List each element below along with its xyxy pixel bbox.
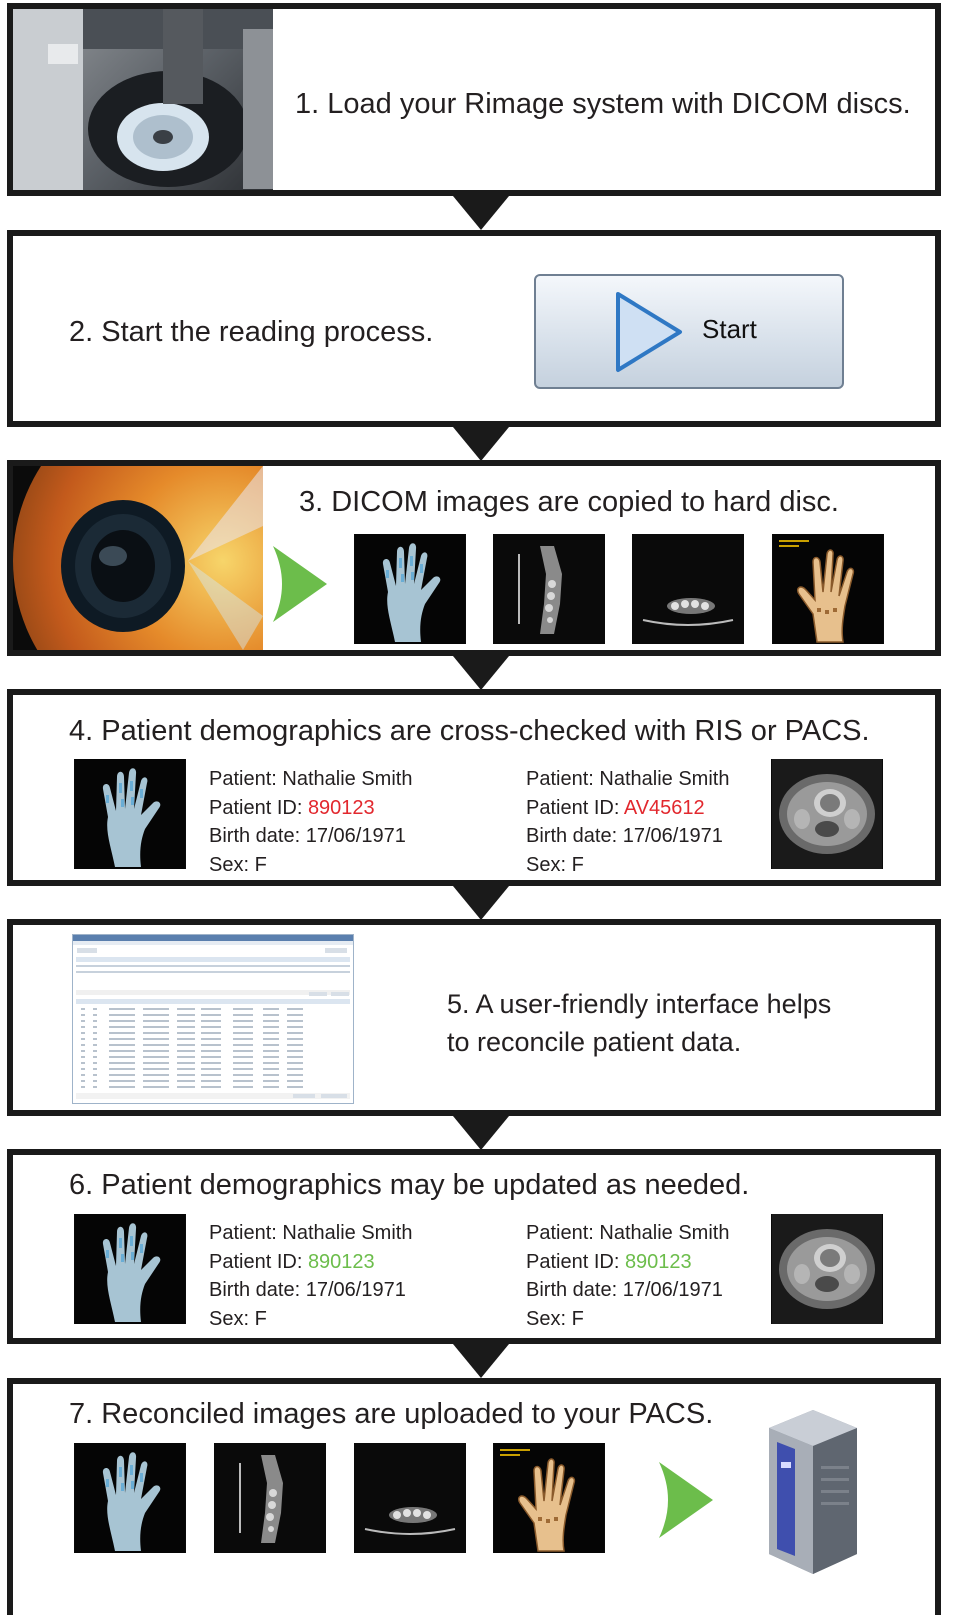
green-arrow-icon xyxy=(659,1462,713,1538)
ct-axial-icon xyxy=(354,1443,466,1553)
flow-arrow-1 xyxy=(453,196,509,230)
step-6-text: 6. Patient demographics may be updated a… xyxy=(69,1169,750,1201)
flow-arrow-4 xyxy=(453,886,509,920)
birth-date: Birth date: 17/06/1971 xyxy=(526,1279,723,1301)
3d-hand-icon xyxy=(772,534,884,644)
patient-id: Patient ID: 890123 xyxy=(209,796,375,819)
optical-disc-icon xyxy=(13,466,263,650)
sex: Sex: F xyxy=(526,1307,584,1330)
step-5-box: 5. A user-friendly interface helps to re… xyxy=(7,919,941,1116)
step-3-box: 3. DICOM images are copied to hard disc. xyxy=(7,460,941,656)
step-7-box: 7. Reconciled images are uploaded to you… xyxy=(7,1378,941,1615)
disc-publisher-photo xyxy=(13,9,273,190)
sex: Sex: F xyxy=(209,853,267,876)
xray-hand-icon xyxy=(74,1214,186,1324)
left-patient-info: Patient: Nathalie Smith Patient ID: 8901… xyxy=(209,1219,412,1333)
mri-axial-icon xyxy=(771,1214,883,1324)
step-4-text: 4. Patient demographics are cross-checke… xyxy=(69,715,870,747)
xray-hand-icon xyxy=(74,1443,186,1553)
start-button-label: Start xyxy=(702,314,757,344)
mri-axial-icon xyxy=(771,759,883,869)
step-7-text: 7. Reconciled images are uploaded to you… xyxy=(69,1398,714,1430)
step-1-text: 1. Load your Rimage system with DICOM di… xyxy=(295,88,911,120)
patient-name: Patient: Nathalie Smith xyxy=(209,1222,413,1244)
step-2-text: 2. Start the reading process. xyxy=(69,316,434,348)
birth-date: Birth date: 17/06/1971 xyxy=(209,825,406,847)
xray-hand-icon xyxy=(74,759,186,869)
3d-hand-icon xyxy=(493,1443,605,1553)
step-2-box: 2. Start the reading process. Start xyxy=(7,230,941,427)
sex: Sex: F xyxy=(526,853,584,876)
ct-sagittal-icon xyxy=(493,534,605,644)
ct-sagittal-icon xyxy=(214,1443,326,1553)
step-3-text: 3. DICOM images are copied to hard disc. xyxy=(299,486,839,518)
ct-axial-icon xyxy=(632,534,744,644)
step-5-text: 5. A user-friendly interface helps to re… xyxy=(447,989,832,1057)
patient-id: Patient ID: 890123 xyxy=(526,1250,692,1273)
right-patient-info: Patient: Nathalie Smith Patient ID: AV45… xyxy=(526,765,729,879)
patient-id: Patient ID: AV45612 xyxy=(526,796,705,819)
flow-arrow-5 xyxy=(453,1116,509,1150)
pacs-server-icon xyxy=(769,1410,857,1574)
patient-name: Patient: Nathalie Smith xyxy=(526,768,730,790)
flow-arrow-2 xyxy=(453,427,509,461)
software-screenshot xyxy=(72,934,354,1104)
left-patient-info: Patient: Nathalie Smith Patient ID: 8901… xyxy=(209,765,412,879)
patient-name: Patient: Nathalie Smith xyxy=(526,1222,730,1244)
patient-id: Patient ID: 890123 xyxy=(209,1250,375,1273)
xray-hand-icon xyxy=(354,534,466,644)
flow-arrow-3 xyxy=(453,656,509,690)
birth-date: Birth date: 17/06/1971 xyxy=(209,1279,406,1301)
right-patient-info: Patient: Nathalie Smith Patient ID: 8901… xyxy=(526,1219,729,1333)
step-4-box: 4. Patient demographics are cross-checke… xyxy=(7,689,941,886)
birth-date: Birth date: 17/06/1971 xyxy=(526,825,723,847)
play-triangle-icon xyxy=(616,292,682,372)
step-1-box: 1. Load your Rimage system with DICOM di… xyxy=(7,3,941,196)
green-arrow-icon xyxy=(273,546,327,622)
patient-name: Patient: Nathalie Smith xyxy=(209,768,413,790)
sex: Sex: F xyxy=(209,1307,267,1330)
flow-arrow-6 xyxy=(453,1344,509,1378)
start-button[interactable]: Start xyxy=(534,274,844,389)
step-6-box: 6. Patient demographics may be updated a… xyxy=(7,1149,941,1344)
